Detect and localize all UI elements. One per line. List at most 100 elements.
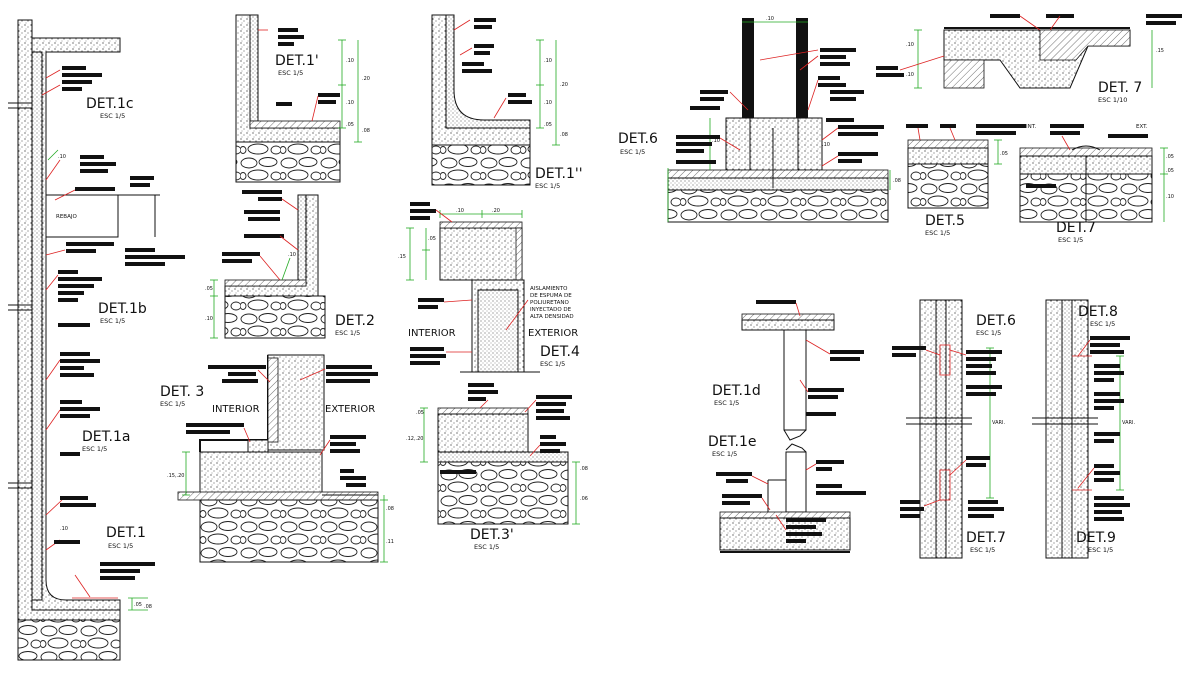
det1b-scale: ESC 1/5 <box>100 317 125 325</box>
dim-label: .10 <box>346 100 354 106</box>
det1d-scale: ESC 1/5 <box>714 399 739 407</box>
dim-label: .08 <box>560 132 568 138</box>
ext-label: EXT. <box>1136 124 1148 130</box>
det1pp-title: DET.1'' <box>535 166 583 182</box>
dim-label: .10 <box>58 154 66 160</box>
det7c-scale: ESC 1/5 <box>970 546 995 554</box>
dim-label: .08 <box>580 466 588 472</box>
det3-title: DET. 3 <box>160 384 204 400</box>
svg-text:DE ESPUMA DE: DE ESPUMA DE <box>530 293 572 299</box>
det1b-title: DET.1b <box>98 301 147 317</box>
dim-label: .10 <box>822 142 830 148</box>
det1e-title: DET.1e <box>708 434 757 450</box>
det3-exterior-label: EXTERIOR <box>325 404 375 415</box>
dim-label: .08 <box>362 128 370 134</box>
dim-label: .10 <box>346 58 354 64</box>
dim-label: .10 <box>205 316 213 322</box>
det6b-title: DET.6 <box>976 313 1016 329</box>
dim-label: .08 <box>893 178 901 184</box>
dim-label: .10 <box>60 526 68 532</box>
dim-label: .10 <box>544 58 552 64</box>
dim-label: .06 <box>580 496 588 502</box>
det9-title: DET.9 <box>1076 530 1116 546</box>
det3-scale: ESC 1/5 <box>160 400 185 408</box>
det1p-scale: ESC 1/5 <box>278 69 303 77</box>
dim-label: .05 <box>1000 151 1008 157</box>
det7a-title: DET. 7 <box>1098 80 1142 96</box>
dim-label: .05 <box>416 410 424 416</box>
aislamiento-note: AISLAMIENTO DE ESPUMA DE POLIURETANO INY… <box>530 286 574 320</box>
svg-text:AISLAMIENTO: AISLAMIENTO <box>530 286 568 292</box>
svg-text:POLIURETANO: POLIURETANO <box>530 300 569 306</box>
det2-title: DET.2 <box>335 313 375 329</box>
det7-top-section: .10 .10 .15 DET. 7 ESC 1/10 <box>876 14 1182 104</box>
dim-label: .05 <box>1166 168 1174 174</box>
det1c-title: DET.1c <box>86 96 134 112</box>
dim-label: .08 <box>144 604 152 610</box>
dim-label: .10 <box>456 208 464 214</box>
dim-label: .15 <box>1156 48 1164 54</box>
dim-label: .15 <box>398 254 406 260</box>
det1-prime-section: .10 .20 .10 .05 .08 DET.1' ESC 1/5 <box>235 14 370 183</box>
dim-label: .05 <box>544 122 552 128</box>
dim-label: .10 <box>712 138 720 144</box>
det1a-title: DET.1a <box>82 429 130 445</box>
det9-scale: ESC 1/5 <box>1088 546 1113 554</box>
det1-double-prime-section: .10 .20 .10 .05 .08 DET.1'' ESC 1/5 <box>431 14 583 190</box>
dim-label: .05 <box>1166 154 1174 160</box>
det3p-scale: ESC 1/5 <box>474 543 499 551</box>
det1c-scale: ESC 1/5 <box>100 112 125 120</box>
int-label: INT. <box>1026 124 1036 130</box>
det6a-scale: ESC 1/5 <box>620 148 645 156</box>
dim-label: .10 <box>544 100 552 106</box>
dim-label: .05 <box>134 602 142 608</box>
dim-label: .10 <box>906 72 914 78</box>
dim-label: VARI. <box>1122 420 1135 426</box>
det7c-title: DET.7 <box>966 530 1006 546</box>
det1d-title: DET.1d <box>712 383 761 399</box>
det6b-scale: ESC 1/5 <box>976 329 1001 337</box>
det1a-scale: ESC 1/5 <box>82 445 107 453</box>
det6a-title: DET.6 <box>618 131 658 147</box>
det1pp-scale: ESC 1/5 <box>535 182 560 190</box>
dim-label: .10 <box>1166 194 1174 200</box>
dim-label: .10 <box>766 16 774 22</box>
wall-section-det1-series: REBAJO .10 .10 .05 .08 <box>8 19 185 661</box>
det3-interior-label: INTERIOR <box>212 404 260 415</box>
svg-text:INYECTADO DE: INYECTADO DE <box>530 307 572 313</box>
det3p-title: DET.3' <box>470 527 514 543</box>
dim-label: VARI. <box>992 420 1005 426</box>
det8-scale: ESC 1/5 <box>1090 320 1115 328</box>
det2-scale: ESC 1/5 <box>335 329 360 337</box>
svg-text:ALTA DENSIDAD: ALTA DENSIDAD <box>530 314 574 320</box>
dim-label: .05 <box>428 236 436 242</box>
det1p-title: DET.1' <box>275 53 319 69</box>
det4-scale: ESC 1/5 <box>540 360 565 368</box>
dim-label: .15,.20 <box>167 473 185 479</box>
dim-label: .10 <box>906 42 914 48</box>
det3-prime-section: .12,.20 .05 .08 .06 DET.3' ESC 1/5 <box>406 383 588 551</box>
det4-exterior-label: EXTERIOR <box>528 328 578 339</box>
det2-section: .05 .10 .10 DET.2 ESC 1/5 <box>205 190 375 339</box>
det4-section: .15 .05 .10 .20 AISLAMIENTO DE ESPUMA DE… <box>398 202 580 373</box>
dim-label: .08 <box>386 506 394 512</box>
det6-det7-wall-section: VARI. DET.6 ESC 1/5 DET.7 ESC 1/5 <box>892 299 1016 559</box>
det8-det9-wall-section: VARI. DET.8 ESC 1/5 DET.9 ESC 1/5 <box>1032 299 1135 559</box>
det7b-scale: ESC 1/5 <box>1058 236 1083 244</box>
dim-label: .20 <box>492 208 500 214</box>
det1-scale: ESC 1/5 <box>108 542 133 550</box>
det4-interior-label: INTERIOR <box>408 328 456 339</box>
det1e-scale: ESC 1/5 <box>712 450 737 458</box>
det6-top-section: .10 .08 .10 .10 DET.6 ESC 1/5 <box>618 16 901 223</box>
rebajo-note: REBAJO <box>56 214 77 220</box>
det1d-det1e-section: DET.1d ESC 1/5 DET.1e ESC 1/5 <box>708 300 866 553</box>
det1-title: DET.1 <box>106 525 146 541</box>
det7b-title: DET.7 <box>1056 220 1096 236</box>
det4-title: DET.4 <box>540 344 580 360</box>
dim-label: .10 <box>288 252 296 258</box>
det3-section: .15,.20 .08 .11 DET. 3 ESC 1/5 INTERIOR … <box>160 354 394 563</box>
dim-label: .12,.20 <box>406 436 424 442</box>
dim-label: .11 <box>386 539 394 545</box>
det7-mid-section: .05 .05 .10 INT. EXT. DET.7 ESC 1/5 <box>1019 124 1174 244</box>
